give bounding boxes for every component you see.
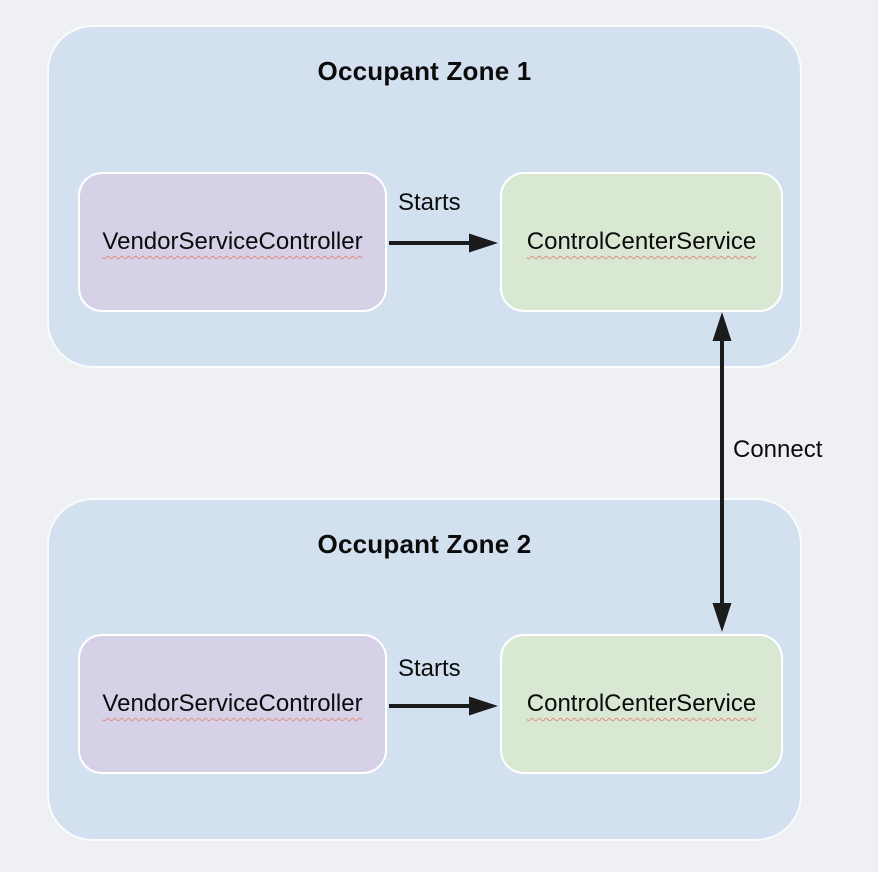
- node-label: VendorServiceController: [102, 690, 363, 717]
- node-label: ControlCenterService: [526, 228, 757, 255]
- zone-title: Occupant Zone 1: [317, 56, 532, 86]
- starts-edge-label: Starts: [398, 189, 461, 216]
- control-center-service-node: ControlCenterService: [500, 172, 783, 312]
- occupant-zone-1: Occupant Zone 1 VendorServiceController …: [47, 25, 802, 368]
- control-center-service-node: ControlCenterService: [500, 634, 783, 774]
- zone-title: Occupant Zone 2: [317, 529, 532, 559]
- starts-edge-label: Starts: [398, 655, 461, 682]
- vendor-service-controller-node: VendorServiceController: [78, 634, 387, 774]
- connect-edge-label: Connect: [733, 436, 823, 463]
- node-label: ControlCenterService: [526, 690, 757, 717]
- occupant-zone-2: Occupant Zone 2 VendorServiceController …: [47, 498, 802, 841]
- vendor-service-controller-node: VendorServiceController: [78, 172, 387, 312]
- node-label: VendorServiceController: [102, 228, 363, 255]
